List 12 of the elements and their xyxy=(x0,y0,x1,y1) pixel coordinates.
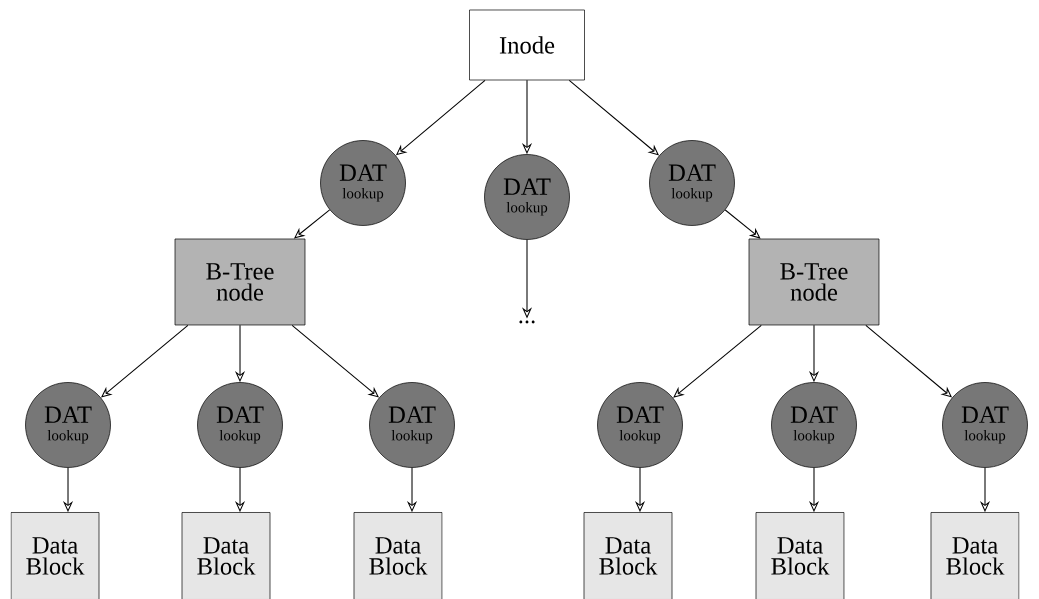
data-block-box: Data Block xyxy=(755,512,845,599)
data-block-box: Data Block xyxy=(181,512,271,599)
data-block-box: Data Block xyxy=(10,512,100,599)
tree-node-box: B-Tree node xyxy=(748,238,880,326)
data-block-box: Data Block xyxy=(583,512,673,599)
arrow xyxy=(673,324,762,398)
tree-node-box: B-Tree node xyxy=(174,238,306,326)
ellipsis-text: ... xyxy=(519,320,535,324)
data-block-box: Data Block xyxy=(353,512,443,599)
text-box: Inode xyxy=(469,9,585,81)
arrow xyxy=(724,209,761,239)
data-block-box: Data Block xyxy=(930,512,1020,599)
